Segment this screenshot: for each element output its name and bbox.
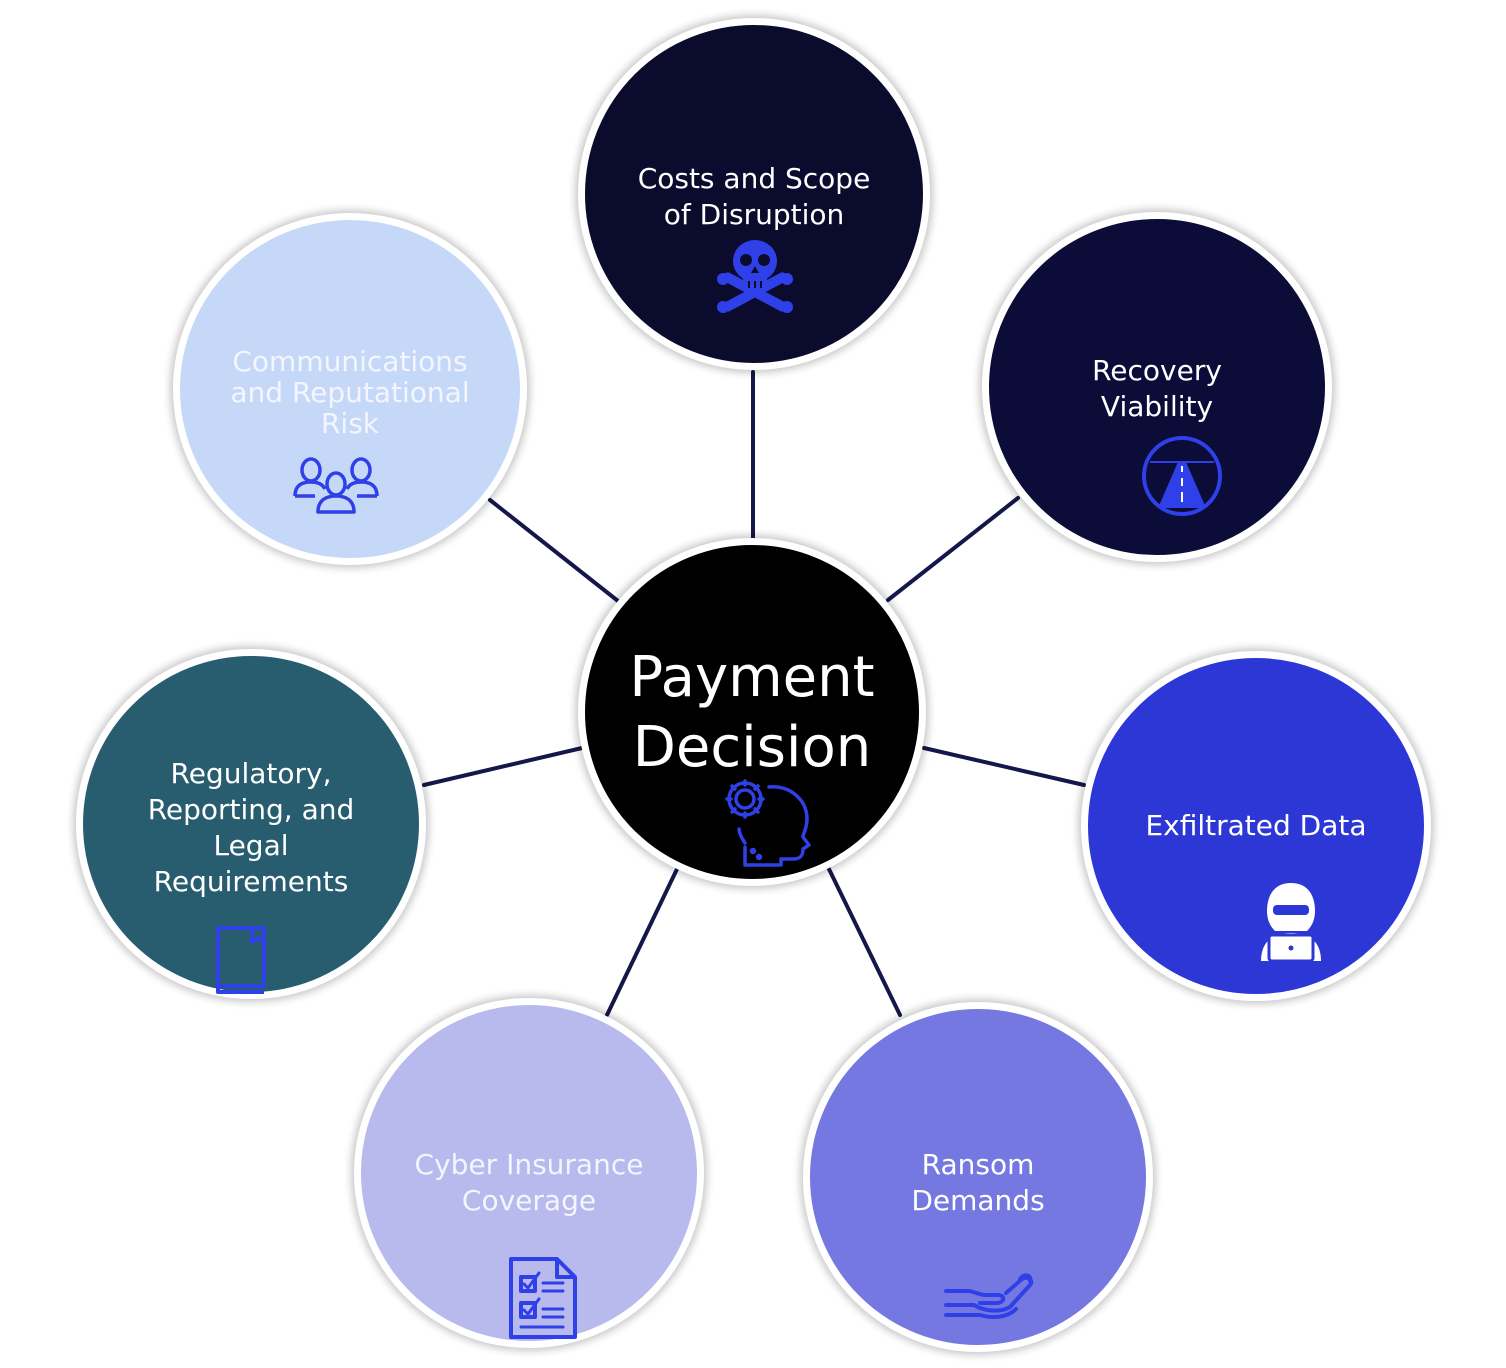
connector-exfil <box>922 746 1086 787</box>
connector-comm <box>488 498 620 603</box>
node-exfiltrated-data: Exfiltrated Data <box>1081 651 1431 1001</box>
hacker-icon <box>1255 881 1327 965</box>
node-recovery-viability: Recovery Viability <box>982 212 1332 562</box>
people-group-icon <box>291 456 381 516</box>
central-payment-decision: Payment Decision <box>578 538 926 886</box>
node-label: Cyber Insurance Coverage <box>414 1148 644 1217</box>
book-icon <box>214 924 268 996</box>
node-cyber-insurance: Cyber Insurance Coverage <box>354 998 704 1348</box>
node-ransom-demands: Ransom Demands <box>803 1002 1153 1352</box>
node-communications-risk: Communications and Reputational Risk <box>173 213 527 565</box>
node-label: Ransom Demands <box>911 1148 1045 1217</box>
node-costs-and-scope: Costs and Scope of Disruption <box>578 18 930 370</box>
checklist-icon <box>507 1255 579 1341</box>
connector-reg <box>422 746 584 787</box>
connector-recovery <box>886 496 1020 602</box>
node-label: Exfiltrated Data <box>1145 809 1367 842</box>
center-label: Payment Decision <box>629 645 875 780</box>
node-label: Recovery Viability <box>1092 354 1222 423</box>
node-regulatory-requirements: Regulatory, Reporting, and Legal Require… <box>76 649 426 999</box>
connector-ransom <box>826 865 902 1017</box>
skull-crossbones-icon <box>715 235 795 321</box>
open-hand-icon <box>940 1271 1040 1321</box>
node-label: Costs and Scope of Disruption <box>637 162 871 231</box>
node-label: Communications and Reputational Risk <box>230 345 470 440</box>
head-gear-icon <box>719 771 815 867</box>
connector-cyber <box>605 865 680 1017</box>
road-icon <box>1140 434 1224 518</box>
node-label: Regulatory, Reporting, and Legal Require… <box>147 757 355 898</box>
